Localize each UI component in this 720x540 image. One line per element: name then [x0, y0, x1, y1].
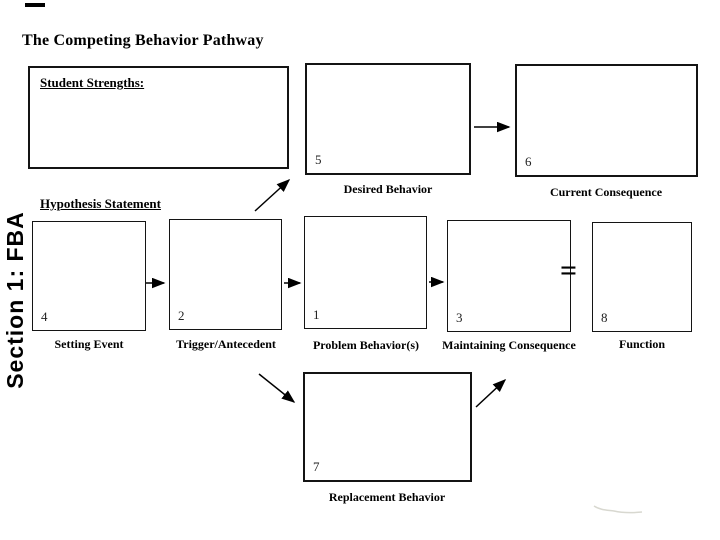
maintaining-consequence-box: 3 — [447, 220, 571, 332]
desired-behavior-box: 5 — [305, 63, 471, 175]
problem-behavior-caption: Problem Behavior(s) — [312, 338, 420, 352]
box-number: 5 — [315, 152, 322, 167]
slide-title: The Competing Behavior Pathway — [22, 32, 264, 49]
stray-ink-mark — [25, 3, 45, 7]
replacement-behavior-caption: Replacement Behavior — [328, 490, 446, 504]
replacement-behavior-box: 7 — [303, 372, 472, 482]
arrow-replacement-to-maintaining — [475, 378, 507, 408]
section-sidebar-label: Section 1: FBA — [2, 211, 28, 389]
trigger-antecedent-caption: Trigger/Antecedent — [176, 337, 276, 351]
problem-behavior-box: 1 — [304, 216, 427, 329]
maintaining-consequence-caption: Maintaining Consequence — [442, 338, 576, 352]
box-number: 2 — [178, 308, 185, 323]
box-number: 1 — [313, 307, 320, 322]
desired-behavior-caption: Desired Behavior — [343, 182, 433, 196]
hypothesis-statement-heading: Hypothesis Statement — [40, 196, 161, 211]
current-consequence-box: 6 — [515, 64, 698, 177]
pen-squiggle — [593, 505, 643, 514]
box-number: 7 — [313, 459, 320, 474]
trigger-antecedent-box: 2 — [169, 219, 282, 330]
setting-event-caption: Setting Event — [54, 337, 124, 351]
box-number: 3 — [456, 310, 463, 325]
arrow-down-to-replacement — [258, 373, 296, 403]
setting-event-box: 4 — [32, 221, 146, 331]
student-strengths-heading: Student Strengths: — [40, 75, 145, 90]
current-consequence-caption: Current Consequence — [549, 185, 663, 199]
function-box: 8 — [592, 222, 692, 332]
box-number: 6 — [525, 154, 532, 169]
function-caption: Function — [618, 337, 665, 351]
student-strengths-box: Student Strengths: — [28, 66, 289, 169]
equals-sign: = — [560, 254, 578, 287]
arrow-up-to-desired — [254, 178, 291, 212]
box-number: 4 — [41, 309, 48, 324]
box-number: 8 — [601, 310, 608, 325]
